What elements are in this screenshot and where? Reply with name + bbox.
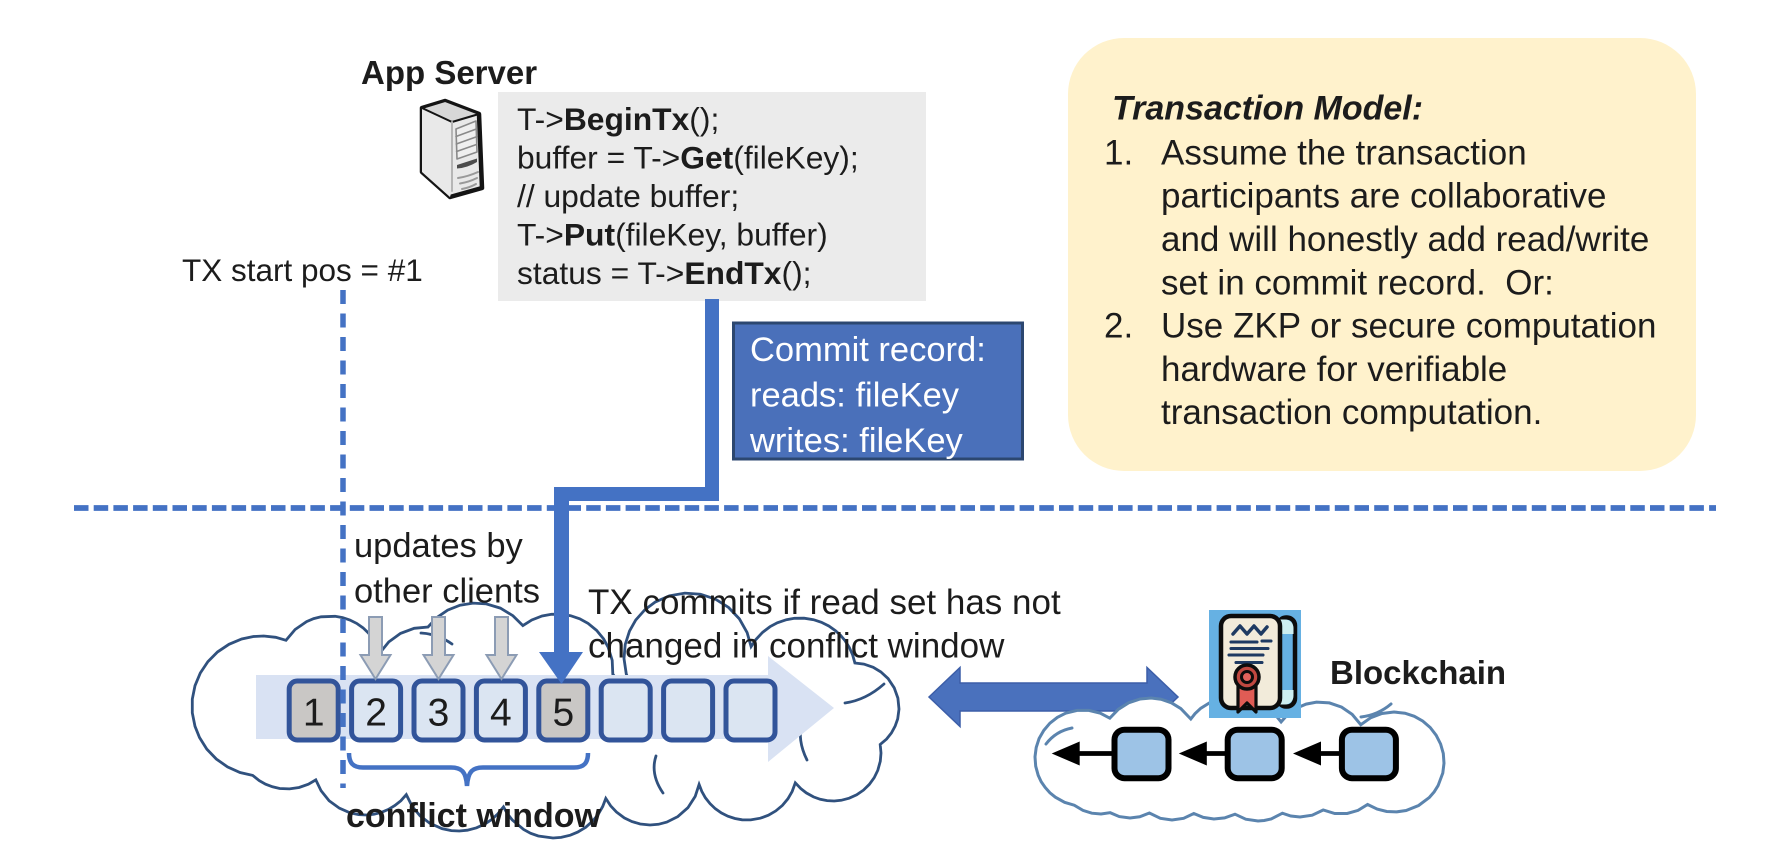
svg-text:other clients: other clients	[354, 573, 540, 611]
svg-text:2: 2	[365, 692, 387, 735]
svg-text:changed in conflict window: changed in conflict window	[588, 627, 1005, 666]
svg-text:status = T->EndTx();: status = T->EndTx();	[517, 255, 812, 291]
svg-text:transaction computation.: transaction computation.	[1161, 393, 1542, 432]
svg-text:1.: 1.	[1104, 133, 1133, 172]
svg-text:Use ZKP or secure computation: Use ZKP or secure computation	[1161, 307, 1656, 346]
svg-text:App Server: App Server	[361, 54, 537, 91]
svg-text:Transaction Model:: Transaction Model:	[1112, 90, 1423, 128]
svg-text:// update buffer;: // update buffer;	[517, 178, 739, 214]
svg-text:TX commits if read set has not: TX commits if read set has not	[588, 583, 1061, 622]
svg-text:T->BeginTx();: T->BeginTx();	[517, 101, 719, 137]
svg-text:TX start pos = #1: TX start pos = #1	[182, 252, 423, 288]
svg-text:writes: fileKey: writes: fileKey	[749, 422, 964, 460]
svg-text:buffer = T->Get(fileKey);: buffer = T->Get(fileKey);	[517, 140, 859, 176]
svg-text:updates by: updates by	[354, 527, 524, 565]
svg-text:and will honestly add read/wri: and will honestly add read/write	[1161, 220, 1649, 259]
svg-text:4: 4	[490, 692, 512, 735]
svg-text:5: 5	[552, 692, 574, 735]
svg-text:2.: 2.	[1104, 307, 1133, 346]
svg-text:Blockchain: Blockchain	[1330, 654, 1506, 691]
svg-text:1: 1	[303, 692, 325, 735]
svg-text:Assume the transaction: Assume the transaction	[1161, 133, 1527, 172]
svg-text:participants are collaborative: participants are collaborative	[1161, 177, 1607, 216]
svg-text:conflict window: conflict window	[346, 797, 602, 835]
svg-text:3: 3	[428, 692, 450, 735]
svg-text:T->Put(fileKey, buffer): T->Put(fileKey, buffer)	[517, 217, 828, 253]
svg-text:set in commit record. Or:: set in commit record. Or:	[1161, 263, 1554, 302]
svg-text:hardware for verifiable: hardware for verifiable	[1161, 350, 1507, 389]
svg-text:reads: fileKey: reads: fileKey	[750, 377, 960, 415]
svg-text:Commit record:: Commit record:	[750, 331, 986, 369]
